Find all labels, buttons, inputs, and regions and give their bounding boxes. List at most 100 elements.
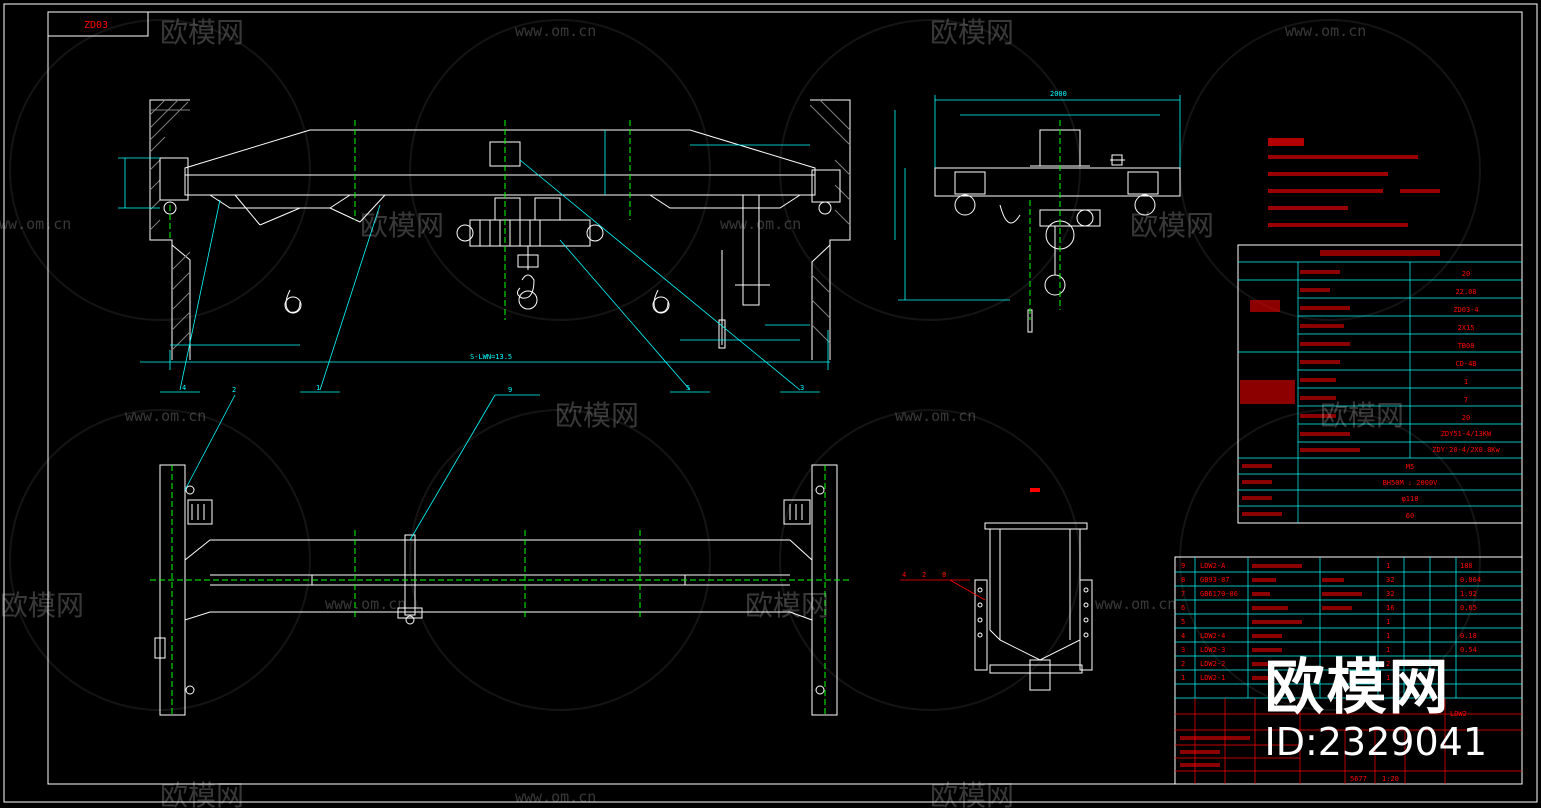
- part-qty: 2: [1386, 660, 1390, 668]
- brand-overlay: 欧模网 ID:2329041: [1264, 656, 1487, 764]
- part-qty: 1: [1386, 562, 1390, 570]
- watermark-url: www.om.cn: [720, 215, 801, 233]
- watermark-url: www.om.cn: [325, 595, 406, 613]
- part-no: 4: [1181, 632, 1185, 640]
- spec-value: 2X15: [1458, 324, 1475, 332]
- watermark-brand: 欧模网: [160, 779, 244, 808]
- watermark-url: www.om.cn: [0, 215, 71, 233]
- part-mass: 0.65: [1460, 604, 1477, 612]
- watermark-brand: 欧模网: [0, 589, 84, 622]
- spec-value: CD-4B: [1455, 360, 1476, 368]
- part-no: 2: [1181, 660, 1185, 668]
- pendant-station: [718, 194, 770, 349]
- code-tag: ZD03: [47, 11, 149, 37]
- part-mass: 1.92: [1460, 590, 1477, 598]
- part-no: 7: [1181, 590, 1185, 598]
- part-code: LDW2-1: [1200, 674, 1225, 682]
- hook-main: [516, 246, 539, 310]
- plan-view: [154, 464, 838, 716]
- spec-value: ZDY51-4/13KW: [1441, 430, 1492, 438]
- hoist-trolley: [456, 141, 604, 247]
- section-view: [974, 488, 1093, 691]
- spec-value: 22.08: [1455, 288, 1476, 296]
- scale-value: 5677: [1350, 775, 1367, 783]
- main-girder: [184, 129, 816, 226]
- watermark-brand: 欧模网: [1130, 209, 1214, 242]
- leader-number: 5: [686, 384, 690, 392]
- spec-value: 1: [1464, 378, 1468, 386]
- right-wall: [809, 99, 851, 360]
- outer-frame: [3, 3, 1538, 803]
- spec-value: 7: [1464, 396, 1468, 404]
- watermark-brand: 欧模网: [930, 16, 1014, 49]
- part-code: LDW2-3: [1200, 646, 1225, 654]
- side-view: 2000: [894, 90, 1181, 333]
- spec-table: 20 22.08 ZD03-4 2X15 TB08 CD-4B 1 7 20 Z…: [1237, 244, 1523, 524]
- leader-number: 4: [182, 384, 186, 392]
- part-code: LDW2-2: [1200, 660, 1225, 668]
- centerlines: [169, 120, 631, 320]
- watermark-brand: 欧模网: [360, 209, 444, 242]
- watermark-brand: 欧模网: [1320, 399, 1404, 432]
- leader-number: 3: [800, 384, 804, 392]
- spec-value: φ118: [1402, 495, 1419, 503]
- part-qty: 1: [1386, 646, 1390, 654]
- hook-right: [652, 289, 670, 314]
- part-no: 8: [1181, 576, 1185, 584]
- spec-value: 20: [1462, 414, 1470, 422]
- part-no: 1: [1181, 674, 1185, 682]
- brand-id: ID:2329041: [1264, 720, 1487, 764]
- spec-value: M5: [1406, 463, 1414, 471]
- left-end-carriage: [159, 157, 189, 201]
- part-qty: 32: [1386, 576, 1394, 584]
- watermark-brand: 欧模网: [930, 779, 1014, 808]
- parts-table: 9 LDW2-A 1 180 8 GB93-87 32 0.064 7 GB61…: [1174, 556, 1523, 785]
- part-code: LDW2-A: [1200, 562, 1226, 570]
- spec-value: TB08: [1458, 342, 1475, 350]
- spec-value: 60: [1406, 512, 1414, 520]
- leader-number: 1: [316, 384, 320, 392]
- part-code: LDW2-4: [1200, 632, 1225, 640]
- part-qty: 1: [1386, 674, 1390, 682]
- leader-number: 2: [232, 386, 236, 394]
- watermark-url: www.om.cn: [895, 407, 976, 425]
- svg-text:8: 8: [942, 571, 946, 579]
- left-wall: [149, 99, 191, 360]
- part-qty: 16: [1386, 604, 1394, 612]
- part-qty: 32: [1386, 590, 1394, 598]
- spec-value: BH50M : 2000V: [1383, 479, 1439, 487]
- front-elevation: S-LWN=13.5 4 1 5 3: [118, 99, 851, 393]
- part-mass: 0.064: [1460, 576, 1481, 584]
- spec-value: ZDY'20-4/2X0.8Kw: [1432, 446, 1500, 454]
- width-dimension: 2000: [1050, 90, 1067, 98]
- hook-left: [284, 289, 302, 314]
- code-tag-text: ZD03: [84, 20, 108, 31]
- drawing-number: LDW2: [1450, 710, 1467, 718]
- part-no: 6: [1181, 604, 1185, 612]
- watermark-brand: 欧模网: [555, 399, 639, 432]
- part-mass: 180: [1460, 562, 1473, 570]
- span-dimension: S-LWN=13.5: [470, 353, 512, 361]
- spec-value: ZD03-4: [1453, 306, 1478, 314]
- watermark-url: www.om.cn: [515, 22, 596, 40]
- watermark-brand: 欧模网: [745, 589, 829, 622]
- watermark-url: www.om.cn: [1095, 595, 1176, 613]
- spec-value: 20: [1462, 270, 1470, 278]
- part-mass: 0.18: [1460, 632, 1477, 640]
- svg-text:4: 4: [902, 571, 906, 579]
- brand-name: 欧模网: [1264, 653, 1451, 723]
- watermark-url: www.om.cn: [125, 407, 206, 425]
- watermark-url: www.om.cn: [1285, 22, 1366, 40]
- part-qty: 1: [1386, 632, 1390, 640]
- watermarks: 欧模网 欧模网 欧模网 欧模网 欧模网 欧模网 欧模网 欧模网 欧模网 欧模网 …: [0, 16, 1404, 808]
- front-dimensions: [118, 130, 830, 370]
- part-no: 3: [1181, 646, 1185, 654]
- part-no: 5: [1181, 618, 1185, 626]
- part-code: GB93-87: [1200, 576, 1230, 584]
- svg-text:2: 2: [922, 571, 926, 579]
- part-no: 9: [1181, 562, 1185, 570]
- leader-number: 9: [508, 386, 512, 394]
- part-mass: 0.54: [1460, 646, 1477, 654]
- scale-ratio: 1:20: [1382, 775, 1399, 783]
